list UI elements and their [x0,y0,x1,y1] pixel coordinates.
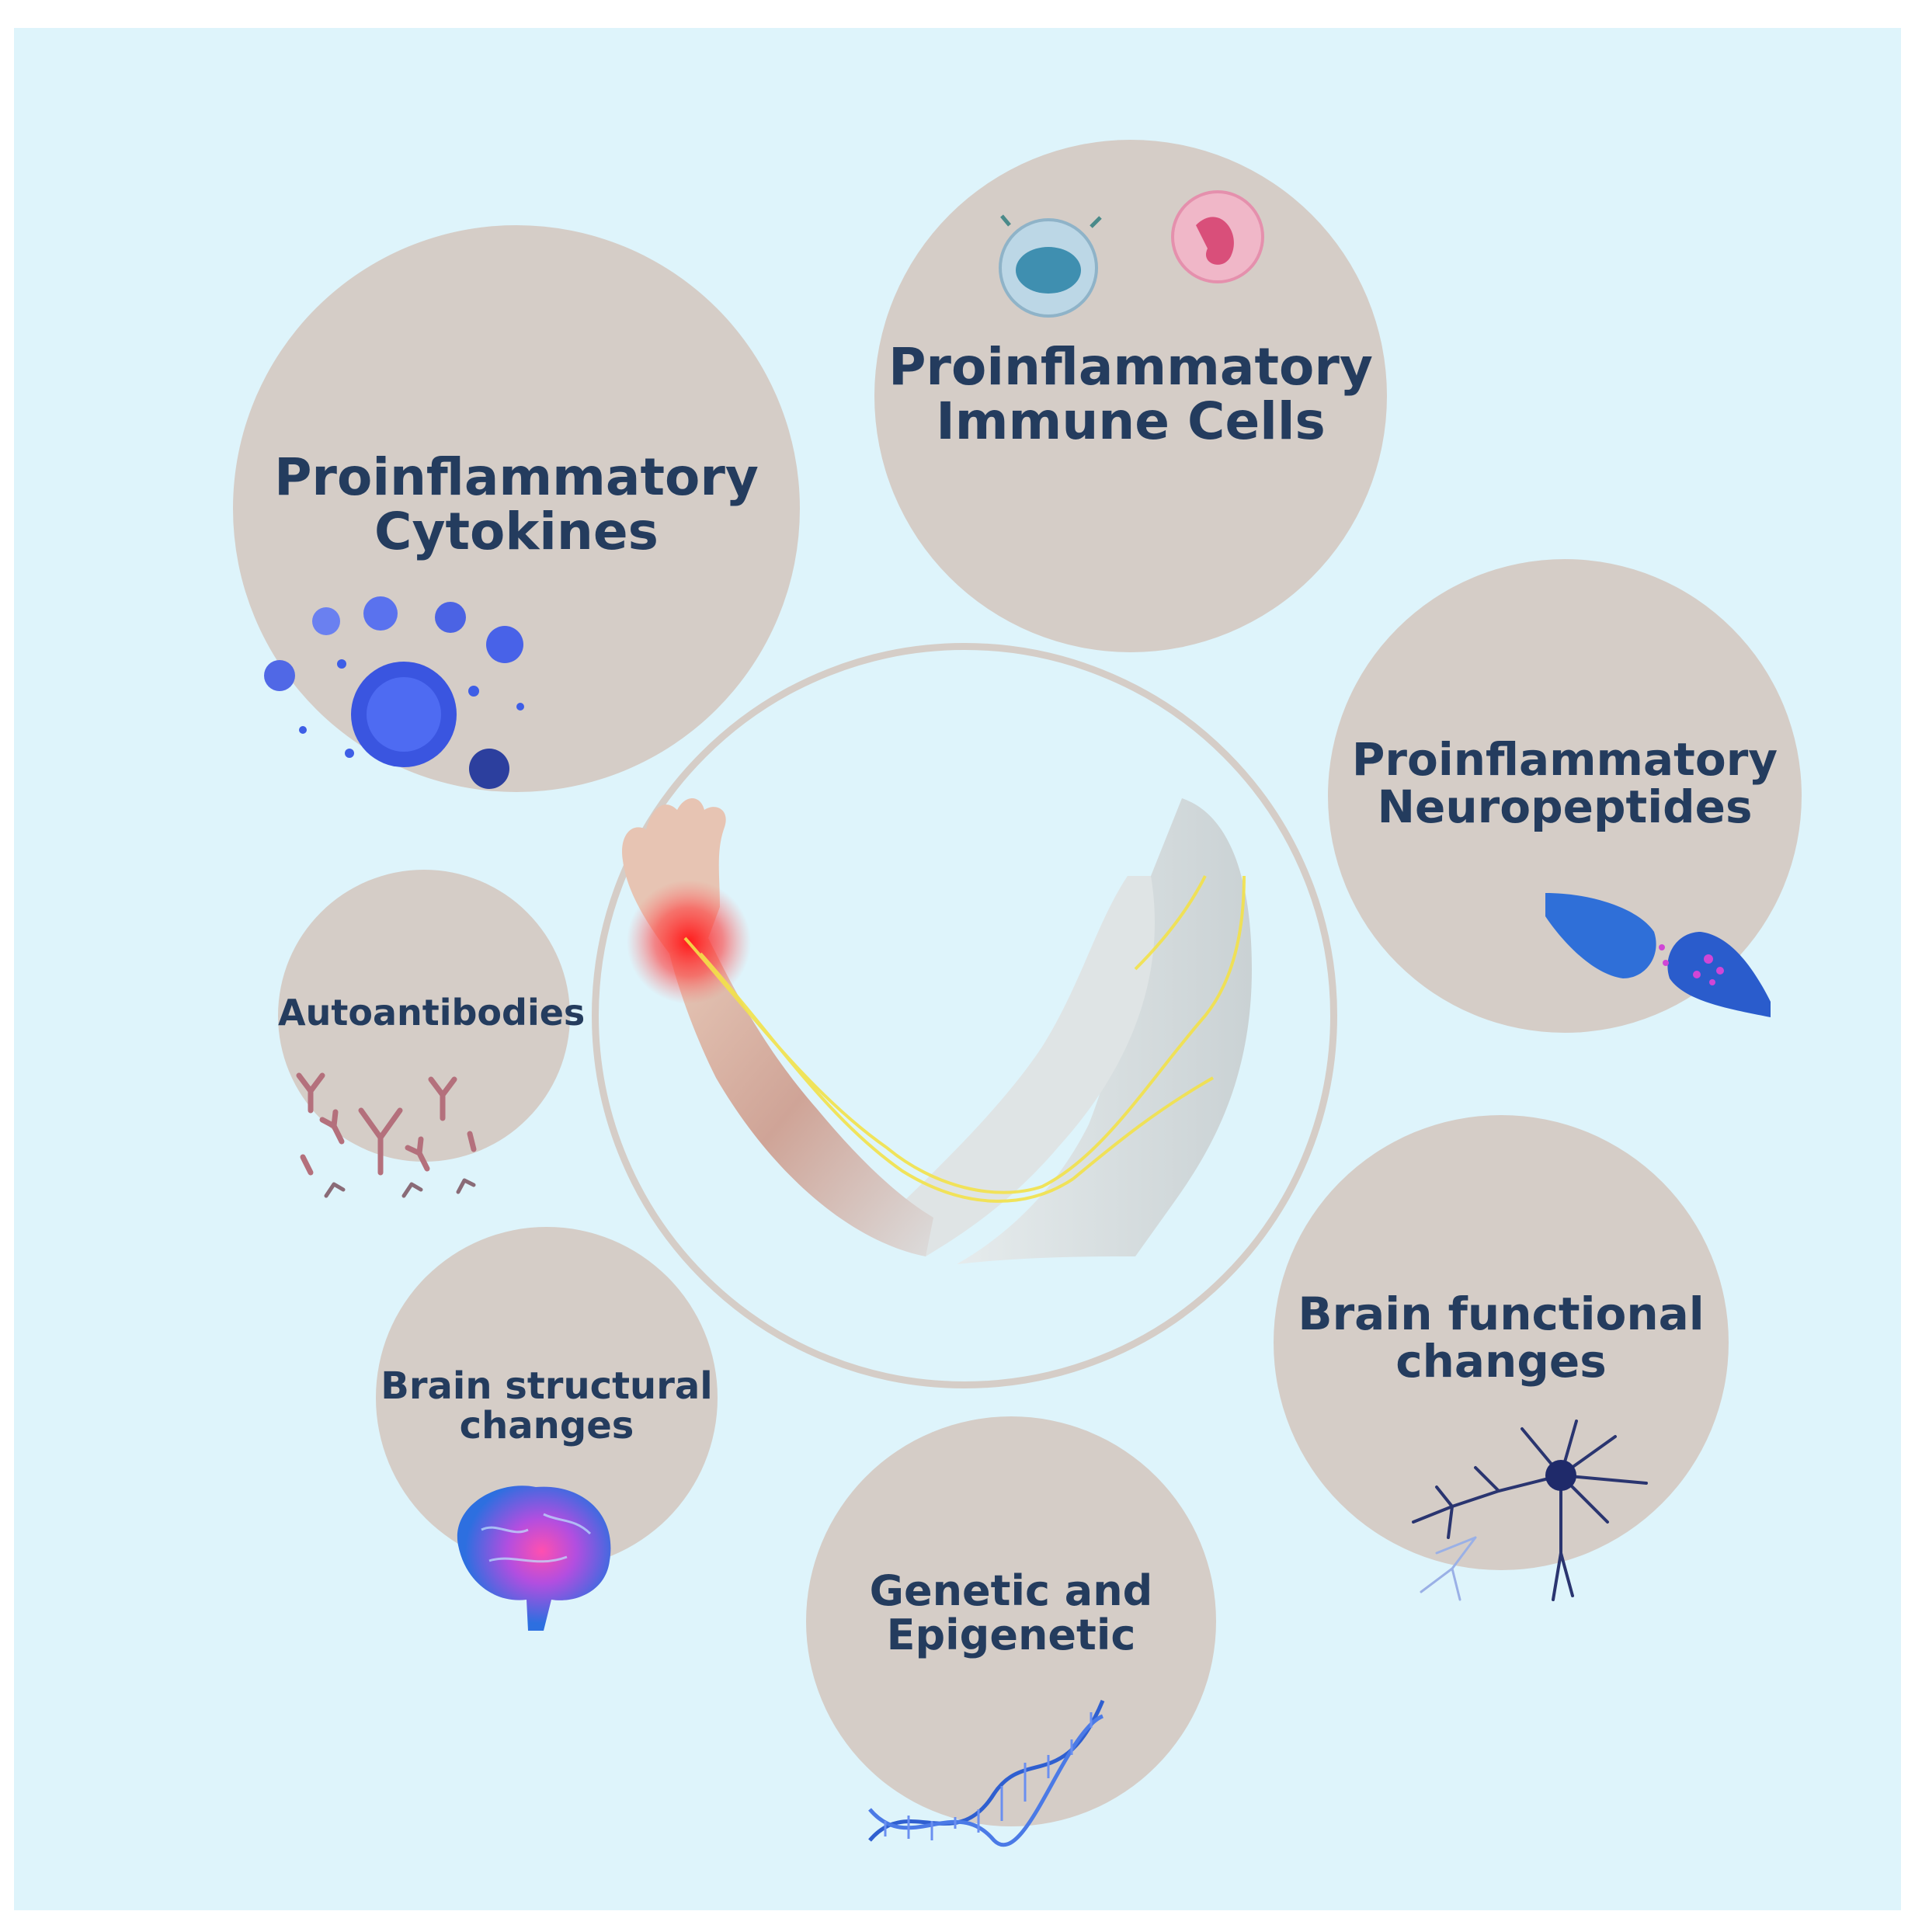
neuropeptides-bubble: Proinflammatory Neuropeptides [1328,559,1802,1033]
neuron-icon [1412,1419,1648,1601]
genetic-label: Genetic and Epigenetic [869,1566,1153,1660]
immune-cells-label: Proinflammatory Immune Cells [888,337,1373,451]
brain-structural-label: Brain structural changes [381,1364,713,1447]
cytokines-bubble: Proinflammatory Cytokines [233,225,800,792]
antibody-icon [296,1072,477,1198]
immune-cell-icon [999,190,1264,318]
brain-functional-bubble: Brain functional changes [1274,1115,1729,1570]
autoantibodies-label: Autoantibodies [278,992,586,1034]
dna-helix-icon [868,1700,1105,1847]
brain-icon [457,1485,611,1631]
cytokine-cluster-icon [264,596,524,789]
synapse-icon [1545,893,1771,1017]
autoantibodies-bubble: Autoantibodies [278,870,586,1162]
cytokines-label: Proinflammatory Cytokines [274,447,759,561]
arm-icon [622,798,1252,1264]
genetic-bubble: Genetic and Epigenetic [806,1416,1216,1826]
immune-cells-bubble: Proinflammatory Immune Cells [874,140,1387,652]
brain-functional-label: Brain functional changes [1298,1287,1705,1388]
neuropeptides-label: Proinflammatory Neuropeptides [1351,733,1778,834]
